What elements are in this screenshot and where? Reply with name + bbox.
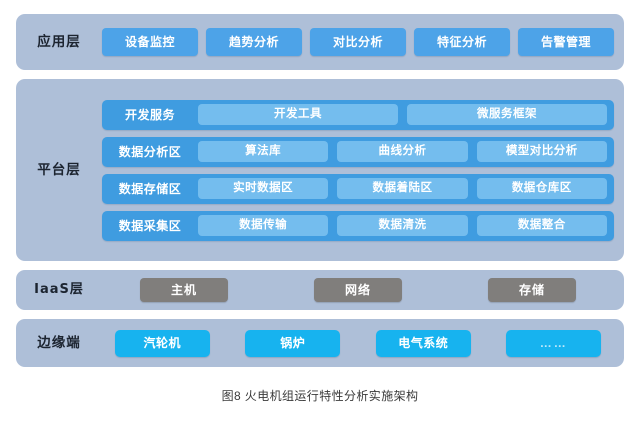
layer-edge-label: 边缘端 xyxy=(37,334,81,350)
platform-node-microservice-framework[interactable]: 微服务框架 xyxy=(407,104,607,125)
platform-node-data-warehouse-zone[interactable]: 数据仓库区 xyxy=(476,178,607,199)
iaas-node-storage[interactable]: 存储 xyxy=(488,278,576,302)
app-node-feature-analysis[interactable]: 特征分析 xyxy=(414,28,510,56)
platform-node-data-cleaning[interactable]: 数据清洗 xyxy=(337,215,468,236)
platform-node-data-integration[interactable]: 数据整合 xyxy=(476,215,607,236)
layer-platform: 平台层 开发服务 开发工具 微服务框架 数据分析区 算法库 曲线分析 模型对比分… xyxy=(16,79,624,261)
platform-row-title-data-acquisition: 数据采集区 xyxy=(118,219,182,233)
app-node-alarm-management[interactable]: 告警管理 xyxy=(518,28,614,56)
app-node-comparison-analysis[interactable]: 对比分析 xyxy=(310,28,406,56)
edge-node-steam-turbine[interactable]: 汽轮机 xyxy=(114,329,210,357)
platform-row-items-data-storage: 实时数据区 数据着陆区 数据仓库区 xyxy=(198,178,607,199)
layer-edge-items: 汽轮机 锅炉 电气系统 …… xyxy=(102,329,624,357)
platform-row-title-data-analysis: 数据分析区 xyxy=(118,145,182,159)
edge-node-electrical-system[interactable]: 电气系统 xyxy=(375,329,471,357)
platform-node-data-landing-zone[interactable]: 数据着陆区 xyxy=(337,178,468,199)
edge-node-boiler[interactable]: 锅炉 xyxy=(245,329,341,357)
platform-row-items-data-acquisition: 数据传输 数据清洗 数据整合 xyxy=(198,215,607,236)
platform-node-dev-tools[interactable]: 开发工具 xyxy=(198,104,398,125)
iaas-node-host[interactable]: 主机 xyxy=(140,278,228,302)
layer-application: 应用层 设备监控 趋势分析 对比分析 特征分析 告警管理 xyxy=(16,14,624,70)
platform-node-curve-analysis[interactable]: 曲线分析 xyxy=(337,141,468,162)
layer-edge: 边缘端 汽轮机 锅炉 电气系统 …… xyxy=(16,319,624,367)
platform-row-items-data-analysis: 算法库 曲线分析 模型对比分析 xyxy=(198,141,607,162)
layer-iaas-label: IaaS层 xyxy=(34,282,84,298)
layer-platform-label: 平台层 xyxy=(37,161,81,177)
layer-application-items: 设备监控 趋势分析 对比分析 特征分析 告警管理 xyxy=(102,28,624,56)
app-node-trend-analysis[interactable]: 趋势分析 xyxy=(206,28,302,56)
platform-row-dev-services: 开发服务 开发工具 微服务框架 xyxy=(102,99,614,130)
platform-node-model-comparison-analysis[interactable]: 模型对比分析 xyxy=(476,141,607,162)
layer-application-label: 应用层 xyxy=(37,33,81,49)
iaas-node-network[interactable]: 网络 xyxy=(314,278,402,302)
platform-node-realtime-data-zone[interactable]: 实时数据区 xyxy=(198,178,329,199)
app-node-device-monitoring[interactable]: 设备监控 xyxy=(102,28,198,56)
platform-row-items-dev-services: 开发工具 微服务框架 xyxy=(198,104,607,125)
platform-row-title-data-storage: 数据存储区 xyxy=(118,182,182,196)
platform-row-title-dev-services: 开发服务 xyxy=(124,108,175,122)
edge-node-more-ellipsis[interactable]: …… xyxy=(506,329,602,357)
layer-platform-rows: 开发服务 开发工具 微服务框架 数据分析区 算法库 曲线分析 模型对比分析 数据… xyxy=(102,79,624,261)
platform-row-data-analysis: 数据分析区 算法库 曲线分析 模型对比分析 xyxy=(102,136,614,167)
platform-node-data-transmission[interactable]: 数据传输 xyxy=(198,215,329,236)
platform-row-data-acquisition: 数据采集区 数据传输 数据清洗 数据整合 xyxy=(102,210,614,241)
figure-caption: 图8 火电机组运行特性分析实施架构 xyxy=(221,389,419,403)
layer-iaas-items: 主机 网络 存储 xyxy=(102,278,624,302)
layer-iaas: IaaS层 主机 网络 存储 xyxy=(16,270,624,310)
platform-node-algorithm-library[interactable]: 算法库 xyxy=(198,141,329,162)
platform-row-data-storage: 数据存储区 实时数据区 数据着陆区 数据仓库区 xyxy=(102,173,614,204)
